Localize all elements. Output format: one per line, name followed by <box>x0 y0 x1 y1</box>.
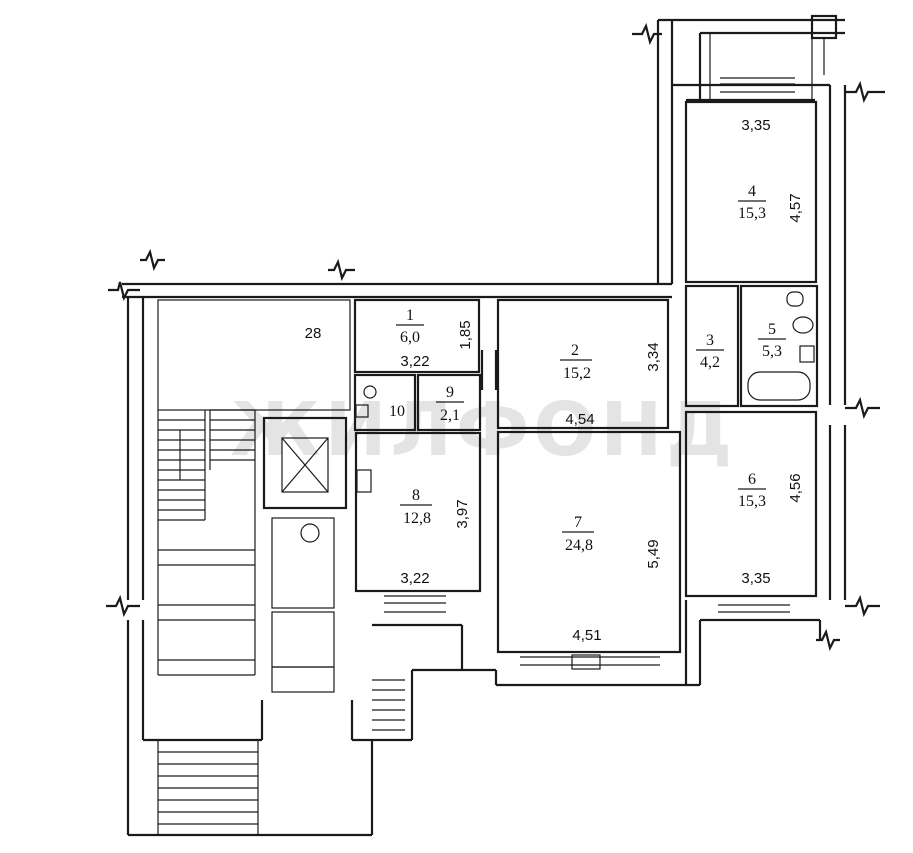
room-6-number: 6 <box>748 471 756 488</box>
room-1 <box>353 298 481 374</box>
room-2-number: 2 <box>571 342 579 359</box>
dim-r4-width: 3,35 <box>741 117 770 134</box>
room-6-area: 15,3 <box>738 493 766 510</box>
dim-r4-height: 4,57 <box>787 193 804 222</box>
room-10-number: 10 <box>389 403 405 420</box>
room-2 <box>480 298 670 430</box>
room-4-number: 4 <box>748 183 756 200</box>
room-7-number: 7 <box>574 514 582 531</box>
room-8-number: 8 <box>412 487 420 504</box>
dim-stair-mark: 28 <box>305 325 322 342</box>
room-4-area: 15,3 <box>738 205 766 222</box>
dim-r2-width: 4,54 <box>565 411 594 428</box>
room-9 <box>416 373 482 432</box>
dim-r7-width: 4,51 <box>572 627 601 644</box>
dimension-labels: 3,35 4,57 3,22 1,85 3,34 4,54 4,56 3,35 … <box>305 117 804 644</box>
room-8 <box>354 431 482 613</box>
room-1-area: 6,0 <box>400 329 420 346</box>
room-10 <box>353 373 417 432</box>
room-4 <box>684 77 818 284</box>
outer-walls <box>122 14 847 837</box>
dim-r6-width: 3,35 <box>741 570 770 587</box>
room-3 <box>684 284 740 408</box>
room-6 <box>684 410 818 613</box>
dim-r8-width: 3,22 <box>400 570 429 587</box>
room-9-area: 2,1 <box>440 407 460 424</box>
dim-r1-width: 3,22 <box>400 353 429 370</box>
room-3-number: 3 <box>706 332 714 349</box>
room-5-number: 5 <box>768 321 776 338</box>
dim-r6-height: 4,56 <box>787 473 804 502</box>
room-2-area: 15,2 <box>563 365 591 382</box>
dim-r8-height: 3,97 <box>454 499 471 528</box>
dim-r7-height: 5,49 <box>645 539 662 568</box>
room-1-number: 1 <box>406 307 414 324</box>
room-8-area: 12,8 <box>403 510 431 527</box>
break-marks <box>106 22 885 652</box>
watermark-text: ЖИЛФОНД <box>230 387 736 473</box>
room-9-number: 9 <box>446 384 454 401</box>
room-7-area: 24,8 <box>565 537 593 554</box>
dim-r1-height: 1,85 <box>457 320 474 349</box>
room-labels: 4 15,3 1 6,0 2 15,2 3 4,2 5 5,3 6 15,3 7… <box>389 183 786 554</box>
room-5-area: 5,3 <box>762 343 782 360</box>
room-3-area: 4,2 <box>700 354 720 371</box>
room-5 <box>739 284 819 408</box>
stairwell <box>157 299 405 835</box>
room-7 <box>496 430 682 670</box>
dim-r2-height: 3,34 <box>645 342 662 371</box>
